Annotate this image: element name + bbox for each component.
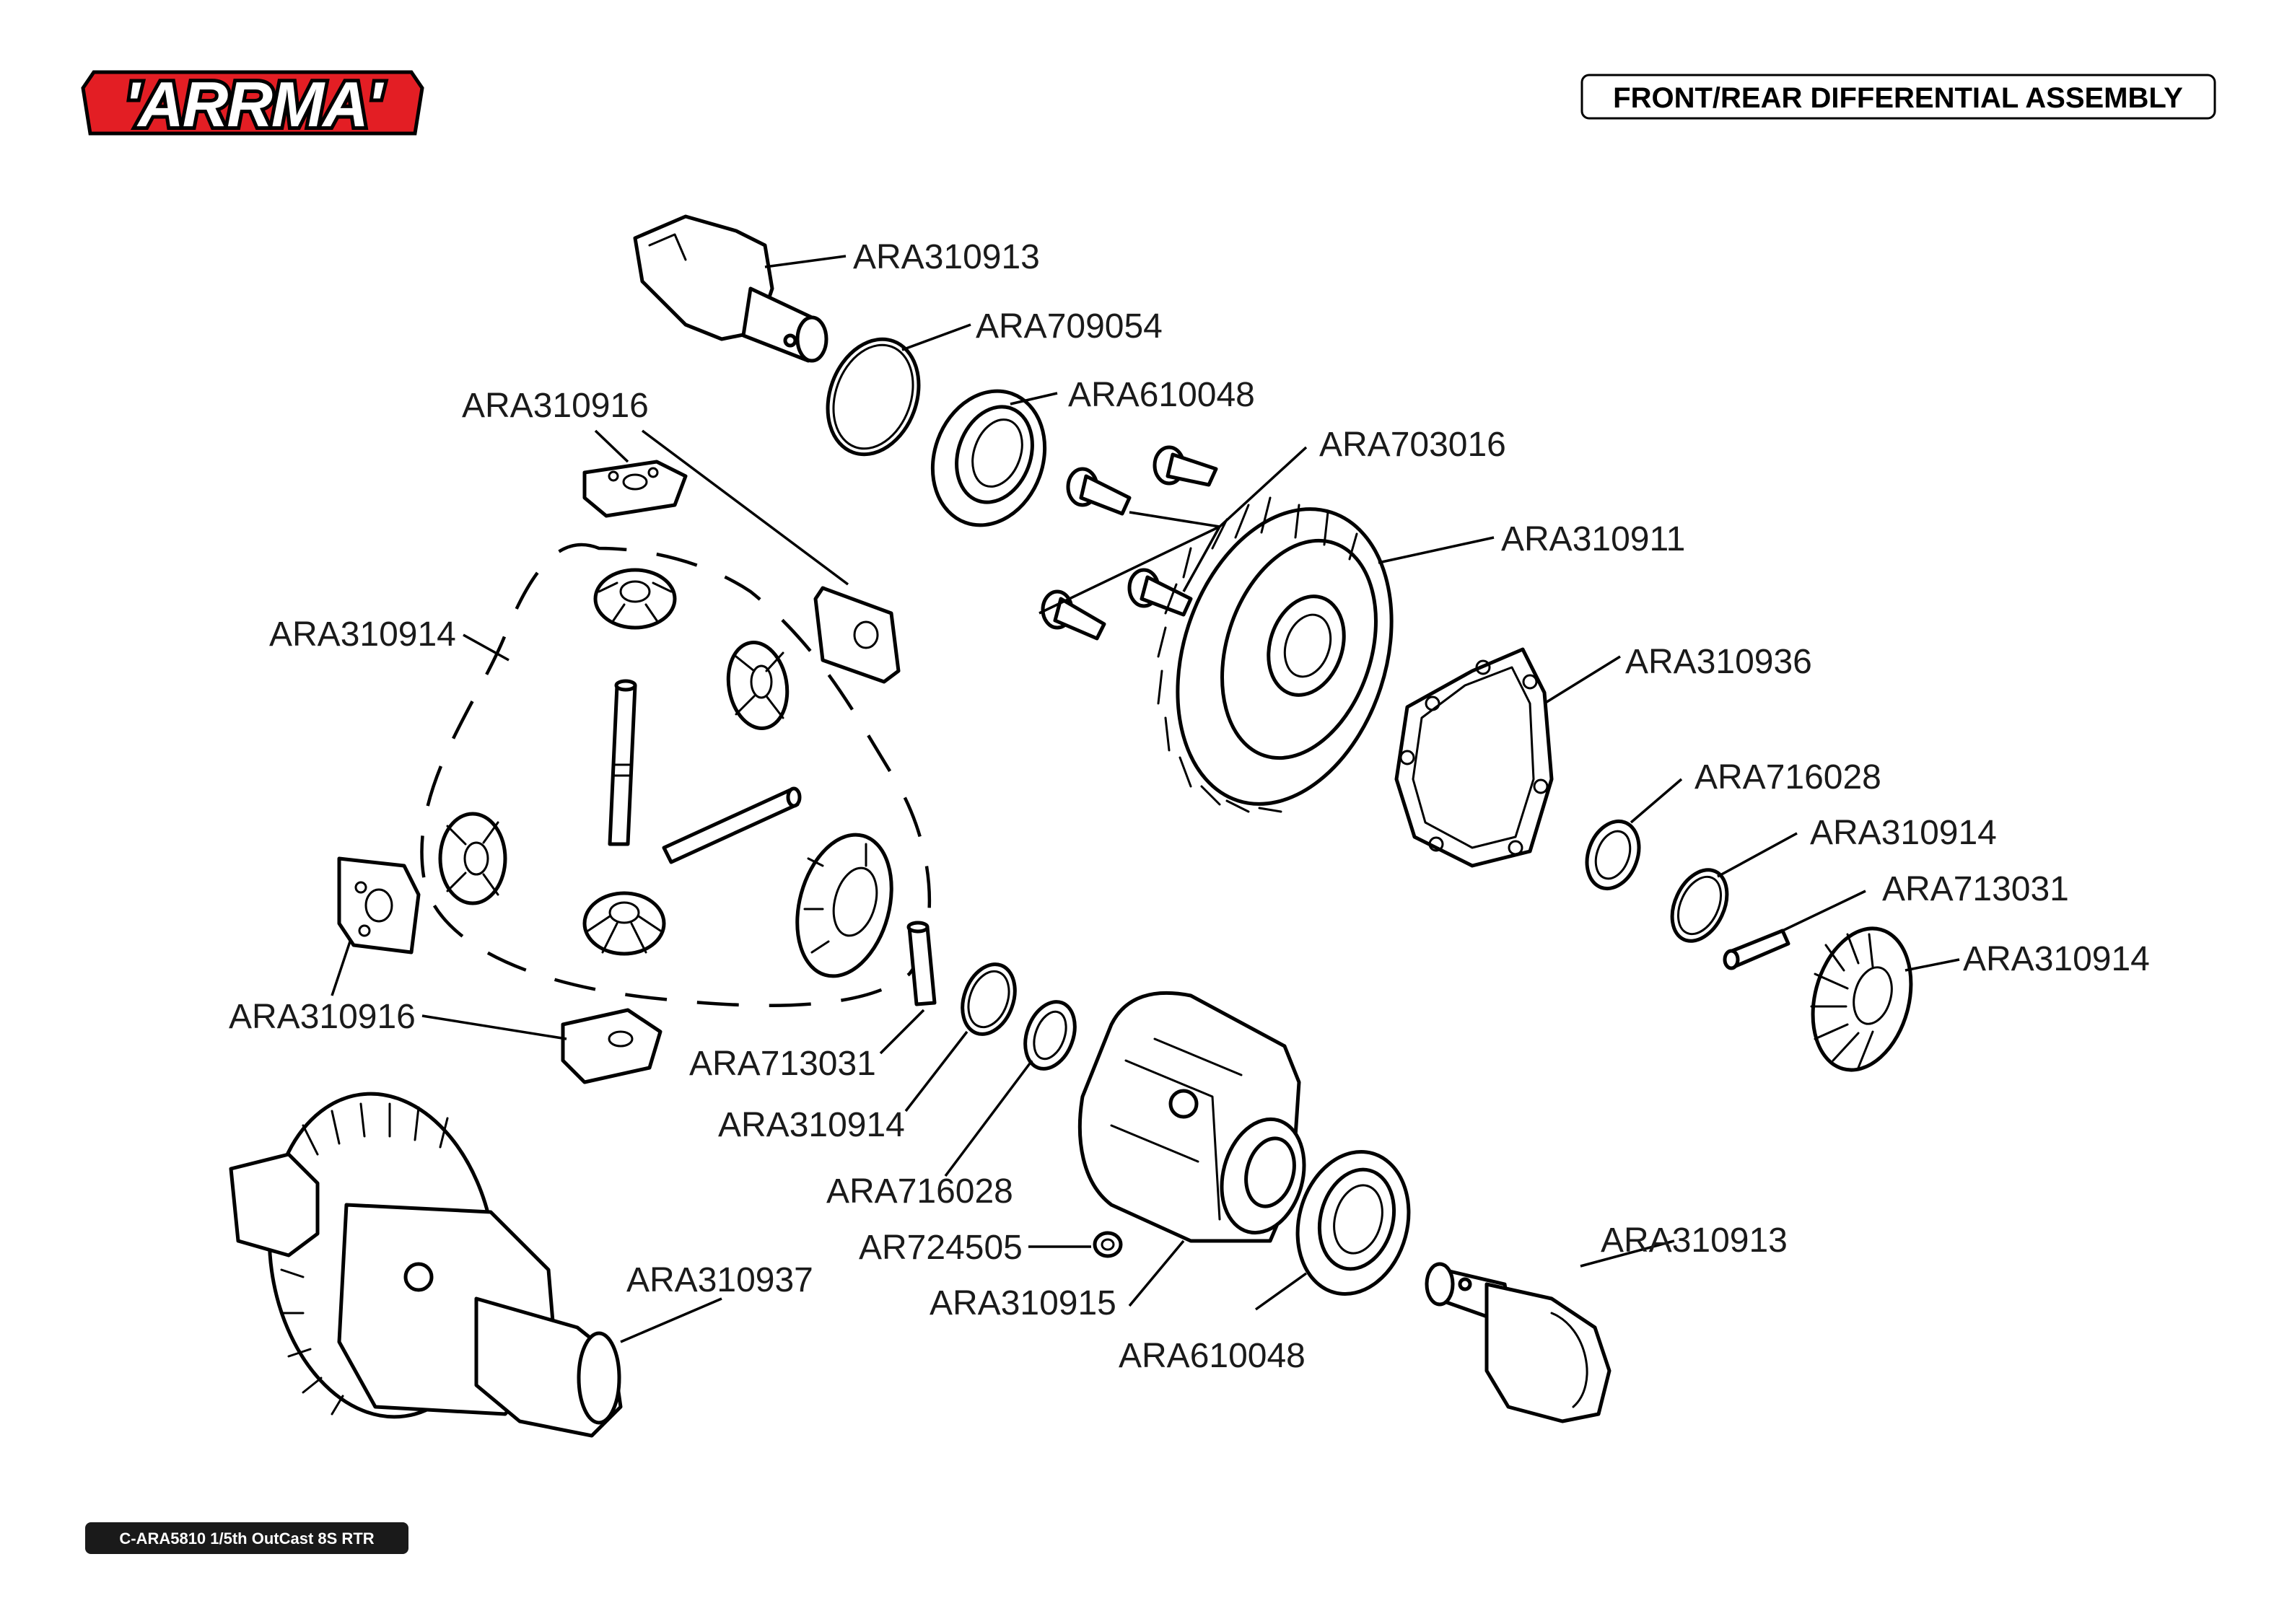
pin-left-drawing [906, 921, 937, 1006]
outdrive-bottom-drawing [1425, 1262, 1612, 1423]
bearing-bottom-drawing [1295, 1149, 1411, 1296]
oring-top-drawing [826, 337, 921, 457]
ring-gear-drawing [1157, 496, 1394, 813]
callout-pin-left: ARA713031 [689, 1045, 876, 1083]
outdrive-top-drawing [633, 214, 828, 363]
callout-gearset-group: ARA310914 [269, 615, 456, 654]
holder-top-drawing [582, 460, 688, 518]
pinion-gears-drawing [438, 568, 790, 956]
callout-gear-right: ARA310914 [1963, 940, 2150, 978]
callout-spacer-left: ARA716028 [826, 1172, 1013, 1211]
washer-right-drawing [1670, 868, 1729, 943]
callout-washer-right: ARA310914 [1810, 814, 1997, 852]
footer-model-badge: C-ARA5810 1/5th OutCast 8S RTR [85, 1522, 408, 1554]
spacer-left-drawing [1023, 1000, 1077, 1071]
section-title-box: FRONT/REAR DIFFERENTIAL ASSEMBLY [1580, 74, 2216, 120]
gearset-group-outline [420, 543, 932, 1007]
holder-left-drawing [337, 856, 421, 954]
callout-ring-gear: ARA310911 [1501, 520, 1685, 558]
callout-spacer-right: ARA716028 [1694, 758, 1881, 796]
callout-set-screw: AR724505 [859, 1229, 1023, 1267]
callout-outdrive-bottom: ARA310913 [1601, 1221, 1788, 1260]
callout-gasket: ARA310936 [1625, 643, 1812, 681]
gasket-drawing [1394, 647, 1554, 868]
callout-washer-left: ARA310914 [718, 1106, 905, 1144]
callout-diff-case: ARA310915 [930, 1284, 1116, 1322]
callout-oring-top: ARA709054 [976, 307, 1163, 346]
pin-right-drawing [1723, 929, 1790, 970]
footer-model-code: C-ARA5810 1/5th OutCast 8S RTR [119, 1529, 374, 1548]
leader-lines [331, 255, 1960, 1343]
logo-text: 'ARRMA' [124, 69, 384, 140]
callout-bearing-top: ARA610048 [1068, 376, 1255, 414]
callout-pin-right: ARA713031 [1882, 870, 2069, 908]
callout-outdrive-top: ARA310913 [853, 238, 1040, 276]
callout-screws: ARA703016 [1319, 426, 1506, 464]
cross-pins-drawing [608, 679, 802, 864]
spacer-right-drawing [1585, 819, 1641, 891]
diff-case-drawing [1077, 991, 1306, 1243]
section-title: FRONT/REAR DIFFERENTIAL ASSEMBLY [1613, 82, 2183, 114]
callout-holder-bottom: ARA310916 [229, 998, 416, 1036]
callout-labels: ARA310913 ARA709054 ARA610048 ARA703016 … [229, 238, 2150, 1375]
callout-holder-top: ARA310916 [462, 387, 649, 425]
bearing-top-drawing [930, 389, 1047, 527]
callout-diff-assembled: ARA310937 [626, 1261, 813, 1299]
holder-mid-drawing [813, 586, 901, 684]
gear-right-drawing [1810, 926, 1913, 1072]
callout-bearing-bottom: ARA610048 [1119, 1337, 1306, 1375]
set-screw-drawing [1093, 1231, 1123, 1258]
washer-left-drawing [961, 962, 1017, 1036]
brand-logo: 'ARRMA' [81, 65, 424, 144]
holder-bottom-drawing [561, 1008, 662, 1084]
diff-assembled-drawing [229, 1092, 623, 1438]
inner-carrier-drawing [795, 833, 893, 978]
screws-drawing [1041, 445, 1218, 641]
